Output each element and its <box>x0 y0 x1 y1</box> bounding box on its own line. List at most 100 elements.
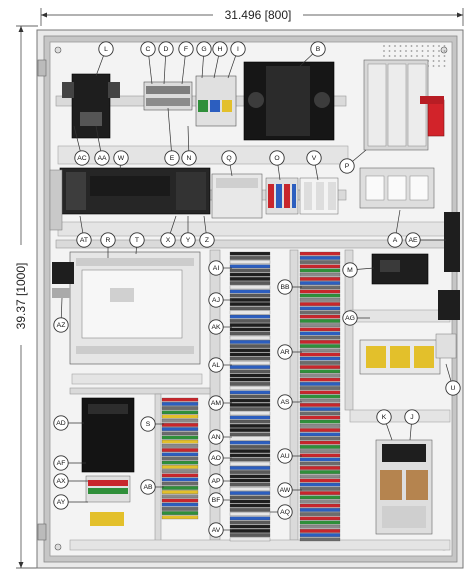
callout-label-r: R <box>106 237 111 244</box>
callout-label-ao: AO <box>211 455 221 462</box>
callout-label-aa: AA <box>97 155 107 162</box>
callout-label-bf: BF <box>212 497 221 504</box>
callout-label-c: C <box>146 46 151 53</box>
callout-label-aw: AW <box>280 487 291 494</box>
callout-ad: AD <box>53 415 69 431</box>
callout-ar: AR <box>277 344 293 360</box>
callout-label-s: S <box>146 421 151 428</box>
callout-label-j: J <box>410 414 413 421</box>
callout-s: S <box>140 416 156 432</box>
power-supply-L <box>62 73 120 139</box>
callout-k: K <box>376 409 392 425</box>
terminals-O <box>265 177 299 215</box>
callout-label-i: I <box>237 46 239 53</box>
callout-label-au: AU <box>280 453 290 460</box>
callout-a: A <box>387 232 403 248</box>
callout-r: R <box>100 232 116 248</box>
callout-g: G <box>196 41 212 57</box>
callout-j: J <box>404 409 420 425</box>
hmi-display-T <box>69 251 201 365</box>
hinge-top <box>37 59 47 77</box>
callout-label-am: AM <box>211 400 222 407</box>
callout-ax: AX <box>53 473 69 489</box>
callout-ac: AC <box>74 150 90 166</box>
callout-label-ak: AK <box>211 324 221 331</box>
plc-controller-W <box>59 167 211 215</box>
callout-as: AS <box>277 394 293 410</box>
right-edge-connectors <box>438 212 460 320</box>
fuses-V <box>299 177 339 215</box>
callout-w: W <box>113 150 129 166</box>
callout-az: AZ <box>53 317 69 333</box>
callout-label-af: AF <box>57 460 66 467</box>
callout-au: AU <box>277 448 293 464</box>
breakers-G-H-I <box>195 75 237 127</box>
callout-h: H <box>212 41 228 57</box>
callout-label-ax: AX <box>56 478 66 485</box>
callout-aw: AW <box>277 482 293 498</box>
width-dimension-label: 31.496 [800] <box>225 8 292 22</box>
callout-t: T <box>129 232 145 248</box>
callout-u: U <box>445 380 461 396</box>
callout-aj: AJ <box>208 292 224 308</box>
terminal-strip-BB-AW <box>299 251 341 542</box>
terminal-strip-AI-AV <box>229 251 271 542</box>
callout-label-g: G <box>201 46 206 53</box>
callout-label-p: P <box>345 163 350 170</box>
callout-label-az: AZ <box>57 322 66 329</box>
width-dimension: 31.496 [800] <box>40 8 464 26</box>
callout-y: Y <box>180 232 196 248</box>
callout-label-t: T <box>135 237 139 244</box>
callout-aq: AQ <box>277 504 293 520</box>
callout-ak: AK <box>208 319 224 335</box>
callout-bf: BF <box>208 492 224 508</box>
leader-e <box>167 107 173 159</box>
terminal-block-C <box>143 81 193 111</box>
callout-o: O <box>269 150 285 166</box>
callout-label-ap: AP <box>211 478 221 485</box>
callout-label-as: AS <box>280 399 290 406</box>
callout-label-av: AV <box>212 527 221 534</box>
fuse-holders <box>359 167 435 209</box>
callout-label-h: H <box>218 46 223 53</box>
callout-p: P <box>339 158 355 174</box>
callout-q: Q <box>221 150 237 166</box>
callout-bb: BB <box>277 279 293 295</box>
callout-label-aq: AQ <box>280 509 290 516</box>
callout-label-e: E <box>170 155 175 162</box>
callout-label-ag: AG <box>345 315 355 322</box>
callout-label-k: K <box>382 414 387 421</box>
callout-am: AM <box>208 395 224 411</box>
callout-z: Z <box>199 232 215 248</box>
callout-label-ab: AB <box>143 484 153 491</box>
callout-al: AL <box>208 357 224 373</box>
callout-label-z: Z <box>205 237 209 244</box>
callout-ab: AB <box>140 479 156 495</box>
callout-ap: AP <box>208 473 224 489</box>
terminal-block-AX-AY <box>85 475 131 526</box>
callout-label-u: U <box>451 385 456 392</box>
terminal-strip-S-AB <box>161 397 199 520</box>
callout-label-at: AT <box>80 237 88 244</box>
cable-entry-left <box>49 169 63 231</box>
callout-label-ai: AI <box>213 265 220 272</box>
callout-label-ad: AD <box>56 420 66 427</box>
callout-f: F <box>178 41 194 57</box>
callout-label-ar: AR <box>280 349 290 356</box>
callout-label-m: M <box>347 267 353 274</box>
callout-label-v: V <box>312 155 317 162</box>
callout-aa: AA <box>94 150 110 166</box>
relay-bank-AD <box>81 397 135 473</box>
callout-label-d: D <box>164 46 169 53</box>
callout-label-aj: AJ <box>212 297 220 304</box>
callout-label-al: AL <box>212 362 221 369</box>
callout-ag: AG <box>342 310 358 326</box>
height-dimension: 39.37 [1000] <box>14 25 38 569</box>
contactor-U <box>359 333 457 375</box>
callout-label-w: W <box>118 155 125 162</box>
callout-m: M <box>342 262 358 278</box>
io-module-Q <box>211 173 263 219</box>
callout-an: AN <box>208 429 224 445</box>
relay-module-M <box>371 253 429 285</box>
